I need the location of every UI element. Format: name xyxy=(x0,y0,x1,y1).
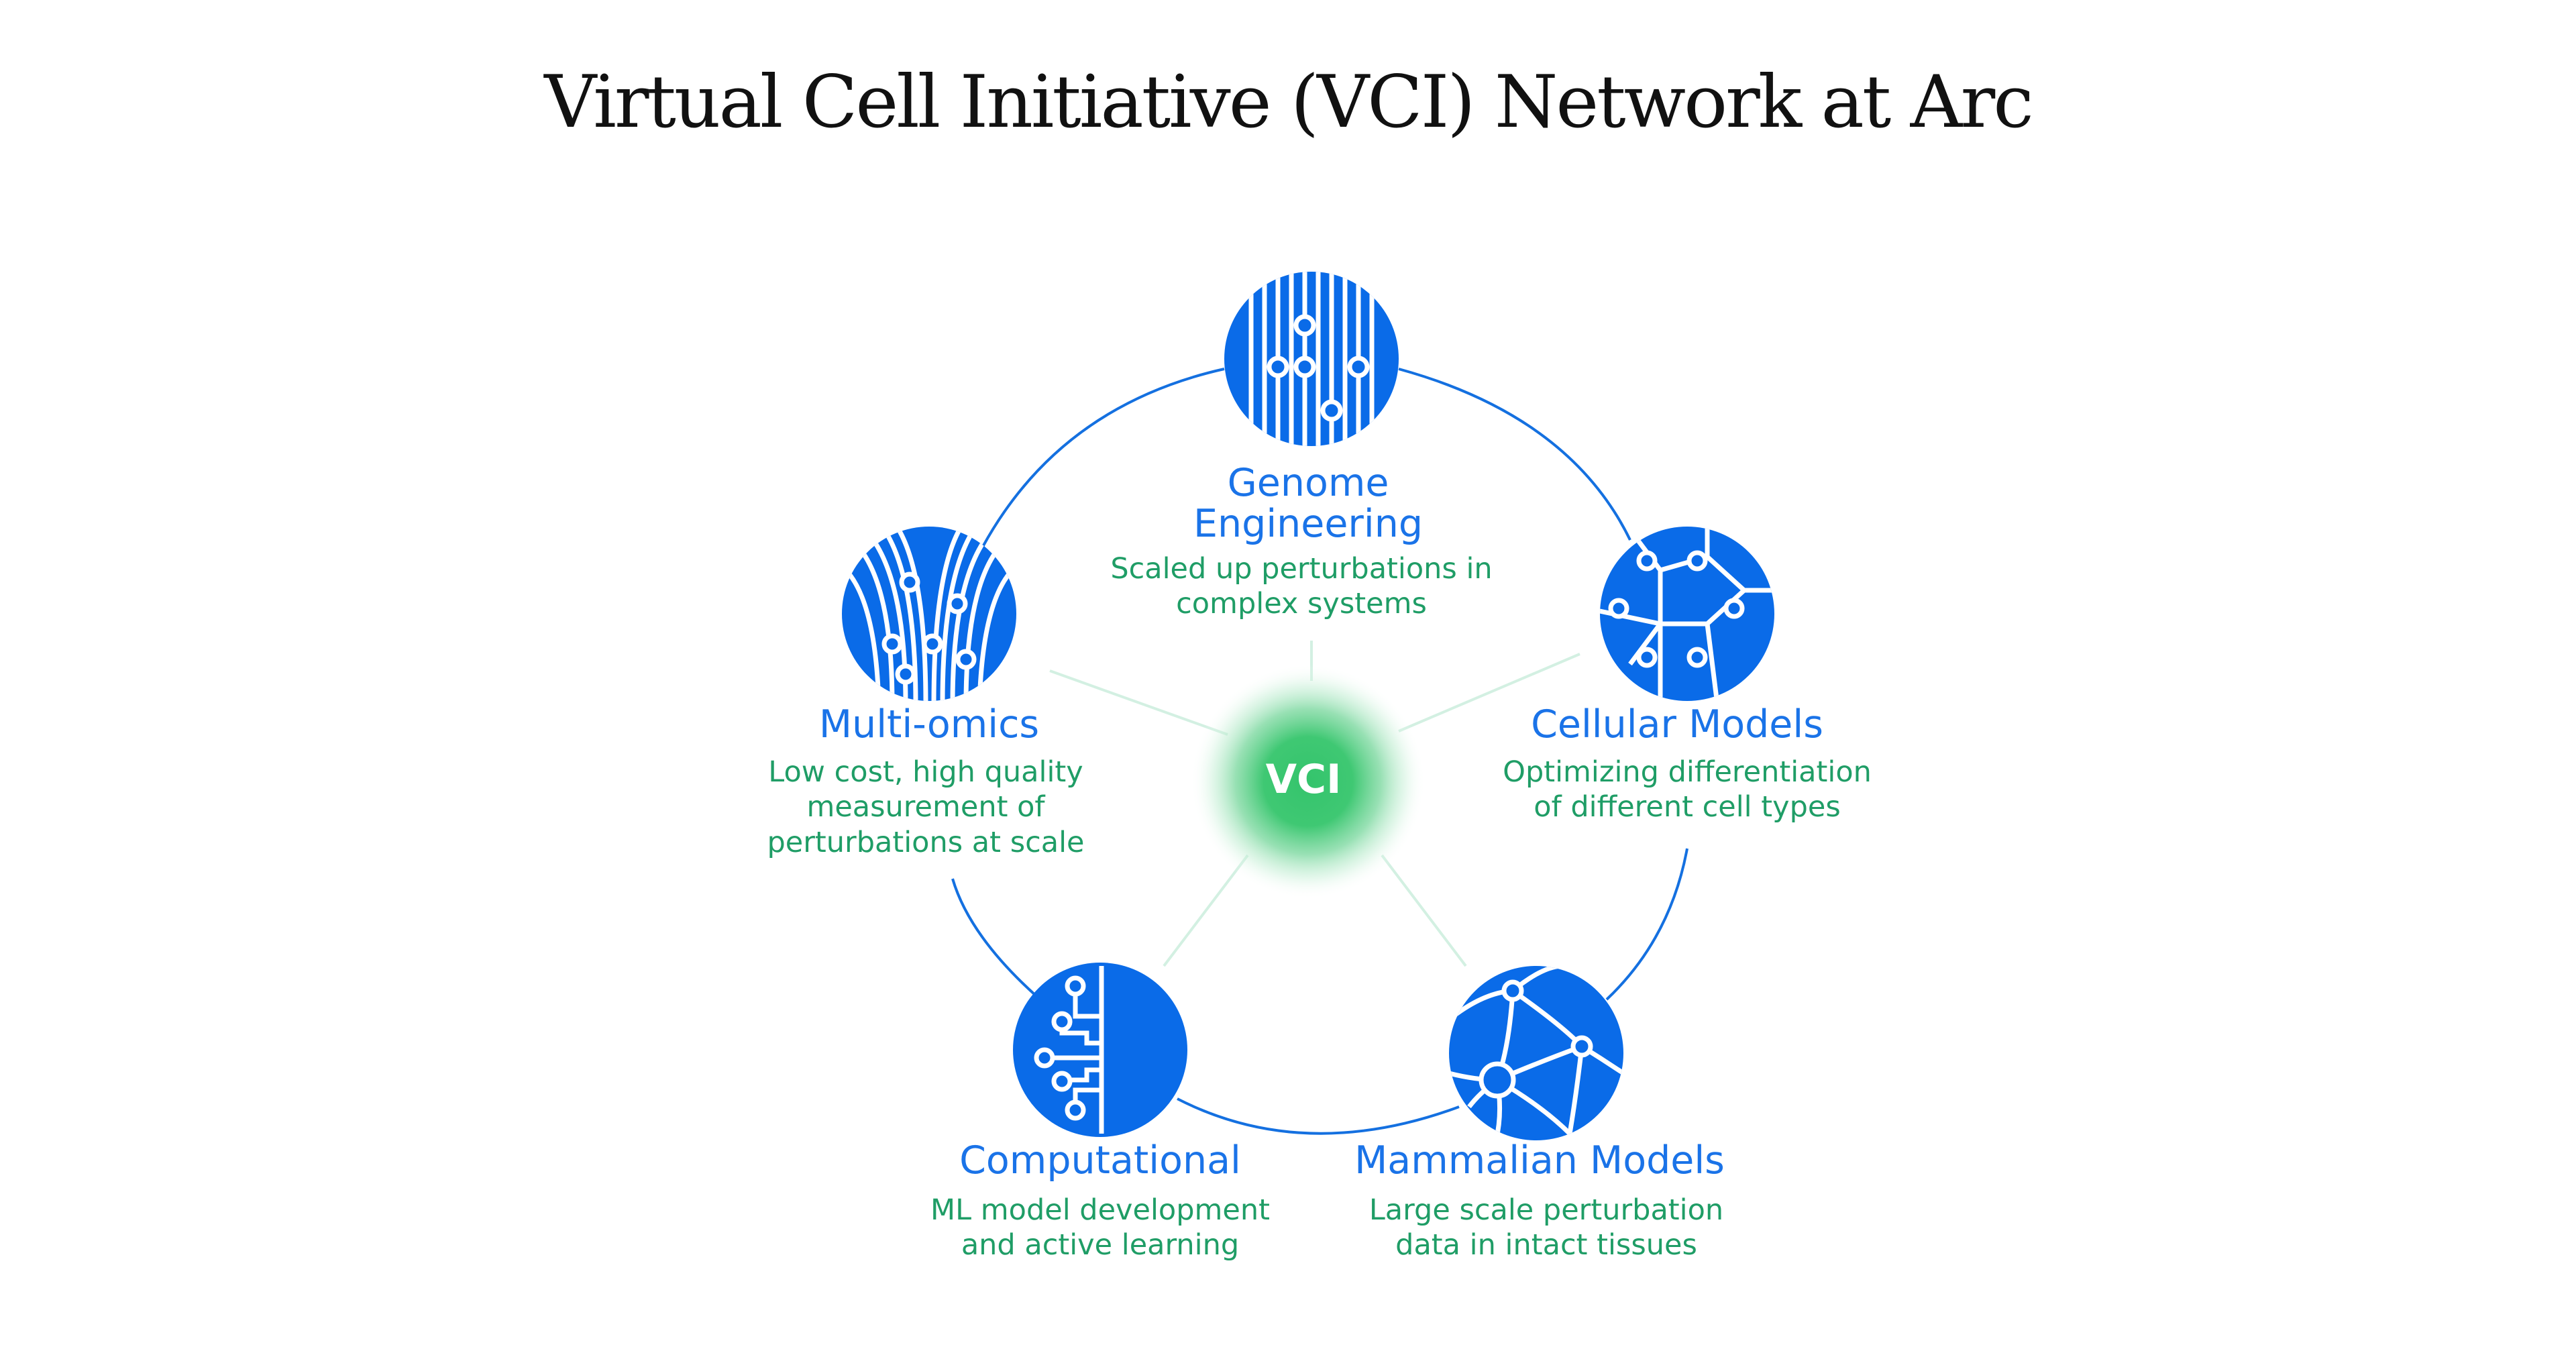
genome-title-line-1: Genome xyxy=(1227,461,1389,505)
ring-arc-genome-cellular xyxy=(1398,368,1631,541)
spoke-multiomics xyxy=(1049,669,1228,736)
page-title: Virtual Cell Initiative (VCI) Network at… xyxy=(544,60,2034,144)
computational-desc-line-2: and active learning xyxy=(961,1228,1240,1262)
cellular-desc-line-1: Optimizing differentiation xyxy=(1503,755,1872,789)
genome-title-line-2: Engineering xyxy=(1193,501,1423,546)
spoke-mammalian xyxy=(1381,854,1467,967)
outer-ring xyxy=(951,368,1688,1135)
dna-strands-icon xyxy=(1224,272,1399,446)
computational-title: Computational xyxy=(959,1140,1241,1181)
circuit-brain-icon xyxy=(1013,963,1187,1137)
ring-arc-cellular-mammalian xyxy=(1605,848,1688,1001)
computational-title-line-1: Computational xyxy=(959,1138,1241,1183)
mammalian-models-description: Large scale perturbation data in intact … xyxy=(1369,1193,1723,1263)
mammalian-desc-line-2: data in intact tissues xyxy=(1395,1228,1697,1262)
mammalian-title-line-1: Mammalian Models xyxy=(1354,1138,1725,1183)
mammalian-models-title: Mammalian Models xyxy=(1354,1140,1725,1181)
multiomics-desc-line-2: measurement of xyxy=(806,790,1045,824)
genome-engineering-title: Genome Engineering xyxy=(1193,463,1423,545)
genome-desc-line-1: Scaled up perturbations in xyxy=(1110,552,1493,586)
ring-arc-mammalian-computational xyxy=(1177,1097,1460,1135)
network-mesh-icon xyxy=(1449,966,1623,1140)
computational-desc-line-1: ML model development xyxy=(930,1193,1270,1227)
computational-description: ML model development and active learning xyxy=(930,1193,1270,1263)
genome-engineering-description: Scaled up perturbations in complex syste… xyxy=(1110,551,1492,622)
multiomics-title-line-1: Multi-omics xyxy=(818,702,1040,747)
spoke-cellular xyxy=(1398,653,1580,733)
hub-label: VCI xyxy=(1265,756,1342,803)
ring-arc-computational-multiomics xyxy=(951,878,1038,997)
spoke-computational xyxy=(1163,854,1249,967)
converging-strands-icon xyxy=(842,527,1016,701)
multiomics-desc-line-3: perturbations at scale xyxy=(767,825,1085,859)
cellular-models-title: Cellular Models xyxy=(1531,704,1823,745)
spokes xyxy=(1049,641,1580,967)
multiomics-desc-line-1: Low cost, high quality xyxy=(768,755,1083,789)
cellular-title-line-1: Cellular Models xyxy=(1531,702,1823,747)
multi-omics-title: Multi-omics xyxy=(819,704,1039,745)
genome-desc-line-2: complex systems xyxy=(1176,587,1427,621)
hub-glow xyxy=(1191,664,1426,899)
mammalian-desc-line-1: Large scale perturbation xyxy=(1368,1193,1724,1227)
cellular-desc-line-2: of different cell types xyxy=(1534,790,1841,824)
ring-arc-multiomics-genome xyxy=(981,368,1225,547)
cellular-models-description: Optimizing differentiation of different … xyxy=(1503,755,1872,825)
cell-tissue-icon xyxy=(1600,527,1774,701)
multi-omics-description: Low cost, high quality measurement of pe… xyxy=(767,755,1085,860)
